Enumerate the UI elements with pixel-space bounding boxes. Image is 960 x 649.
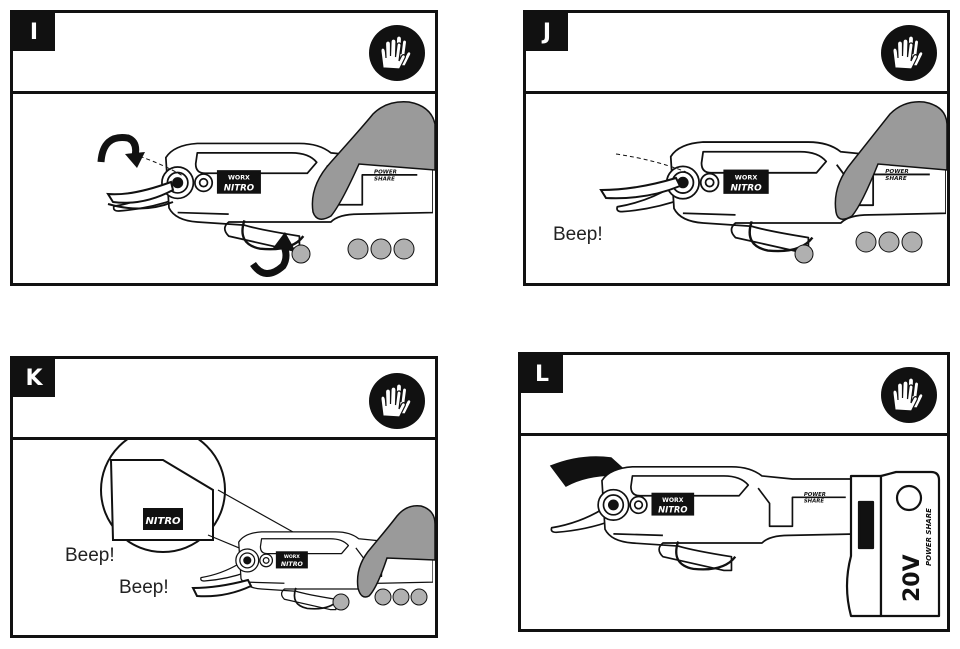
panel-k: K NITRO Beep! Beep!: [10, 356, 438, 638]
step-label: K: [13, 359, 55, 397]
gloves-icon: [881, 367, 937, 423]
panel-i: I: [10, 10, 438, 286]
beep-sound-label: Beep!: [553, 224, 603, 245]
gloves-icon: [369, 373, 425, 429]
rotate-arrow-icon: [97, 134, 140, 163]
pruner-illustration: [526, 94, 947, 283]
pruner-illustration: NITRO: [13, 440, 435, 635]
gloves-icon: [881, 25, 937, 81]
finger-icon: [311, 101, 435, 220]
gloves-icon: [369, 25, 425, 81]
svg-text:NITRO: NITRO: [145, 516, 181, 527]
step-label: J: [526, 13, 568, 51]
panel-header: L: [521, 355, 947, 436]
step-label: L: [521, 355, 563, 393]
panel-header: K: [13, 359, 435, 440]
pruner-illustration: [13, 94, 435, 283]
panel-j: J Beep!: [523, 10, 950, 286]
beep-sound-label-2: Beep!: [119, 577, 169, 598]
svg-text:20V: 20V: [900, 554, 925, 602]
panel-header: J: [526, 13, 947, 94]
panel-l: L 20V POWER SHARE: [518, 352, 950, 632]
panel-header: I: [13, 13, 435, 94]
pruner-with-battery-illustration: 20V POWER SHARE: [521, 436, 947, 629]
step-label: I: [13, 13, 55, 51]
svg-text:POWER SHARE: POWER SHARE: [925, 508, 933, 566]
beep-sound-label-1: Beep!: [65, 545, 115, 566]
